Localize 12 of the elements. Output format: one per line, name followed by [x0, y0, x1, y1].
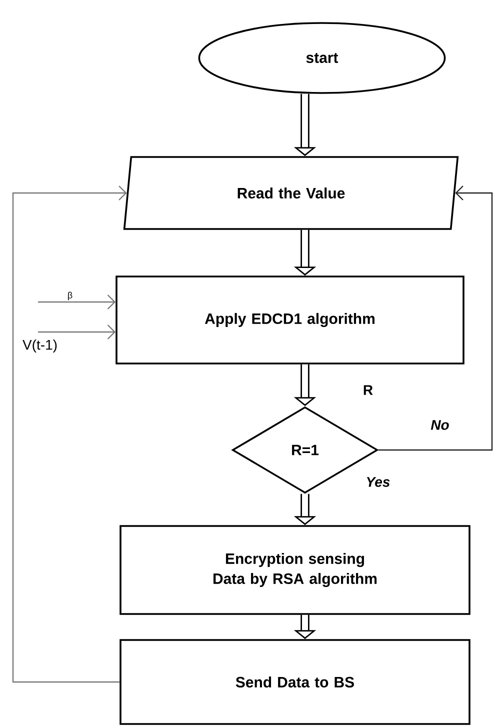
- edge-label: No: [430, 419, 450, 431]
- arrow: [12, 186, 127, 683]
- process-box: Apply EDCD1 algorithm: [116, 276, 464, 364]
- edge-label: V(t-1): [22, 338, 58, 354]
- input-parallelogram: Read the Value: [123, 156, 459, 230]
- edge-label: β: [66, 290, 74, 302]
- arrow: [38, 324, 116, 340]
- edge-label: R: [362, 384, 374, 396]
- process-box: Send Data to BS: [120, 639, 470, 725]
- arrow: [378, 186, 493, 451]
- arrow: [38, 294, 116, 310]
- process-box: Encryption sensing Data by RSA algorithm: [120, 525, 470, 615]
